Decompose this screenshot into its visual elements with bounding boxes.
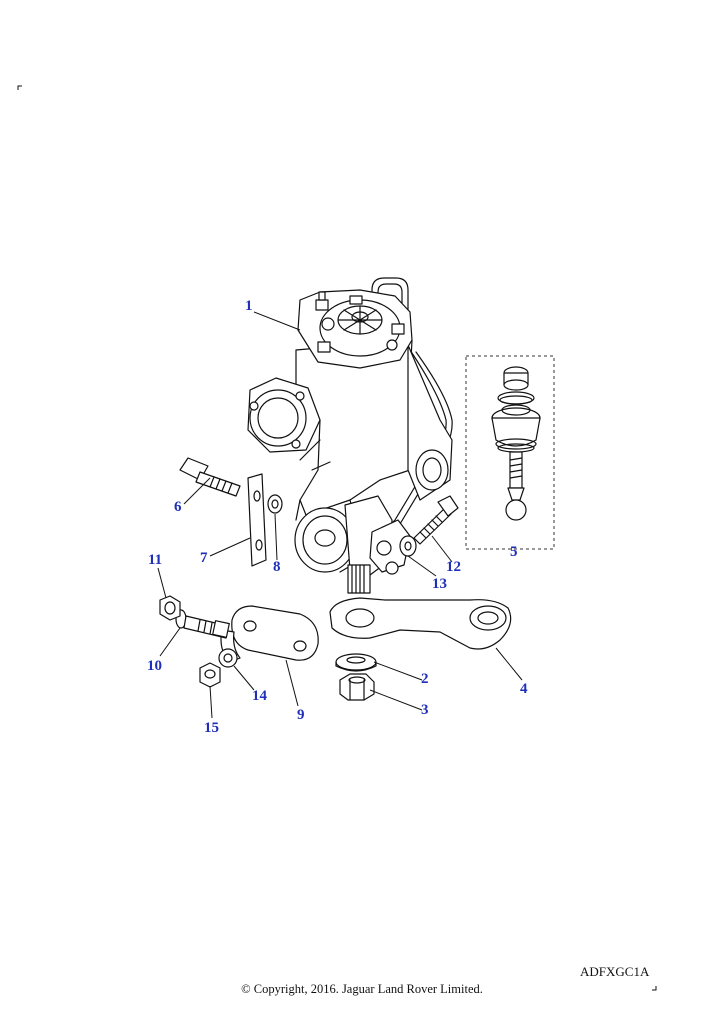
drop-arm-4 (329, 597, 512, 650)
callout-12: 12 (446, 559, 461, 575)
callout-10: 10 (147, 658, 162, 674)
callout-6: 6 (174, 499, 182, 515)
callout-1: 1 (245, 298, 253, 314)
leader-lines (157, 311, 523, 719)
callout-2: 2 (421, 671, 429, 687)
callout-3: 3 (421, 702, 429, 718)
nut-3 (339, 673, 375, 701)
callout-4: 4 (520, 681, 528, 697)
washer-8 (267, 494, 283, 514)
plate-7 (247, 473, 267, 567)
drawing-code: ADFXGC1A (580, 964, 650, 979)
callout-5: 5 (510, 544, 518, 560)
callout-9: 9 (297, 707, 305, 723)
callout-13: 13 (432, 576, 447, 592)
callout-11: 11 (148, 552, 163, 568)
washer-13 (399, 535, 417, 557)
callout-8: 8 (273, 559, 281, 575)
corner-mark (17, 85, 22, 90)
callout-7: 7 (200, 550, 208, 566)
bolt-6 (179, 457, 241, 497)
callout-15: 15 (204, 720, 219, 736)
washer-2 (335, 653, 377, 672)
corner-mark (652, 986, 657, 991)
washer-14 (218, 648, 238, 668)
callout-14: 14 (252, 688, 267, 704)
bolt-12 (413, 495, 459, 545)
ball-joint-kit-5 (465, 355, 555, 550)
bolt-10 (175, 609, 230, 639)
copyright-notice: © Copyright, 2016. Jaguar Land Rover Lim… (241, 982, 483, 996)
nut-15 (199, 662, 221, 688)
steering-box (247, 277, 453, 594)
nut-11 (159, 595, 181, 621)
